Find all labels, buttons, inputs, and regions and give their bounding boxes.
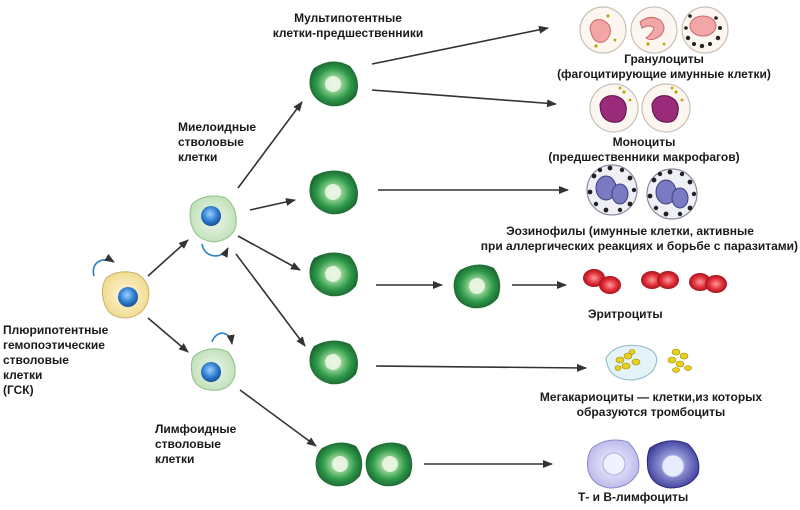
arrows xyxy=(147,25,587,468)
progenitor-cell-3 xyxy=(309,252,358,297)
arrow-to-megakaryocytes xyxy=(375,363,587,372)
lymphoid-label-line-2: стволовые xyxy=(155,437,221,451)
arrow-to-granulocytes xyxy=(371,25,549,65)
monocytes-label: Моноциты (предшественники макрофагов) xyxy=(530,135,758,165)
self-renewal-arrow-lymphoid xyxy=(211,332,235,345)
erythrocyte-3 xyxy=(689,273,727,293)
progenitor-cell-2 xyxy=(309,170,358,215)
lymphoid-stem-cell xyxy=(190,348,236,391)
progenitor-cells xyxy=(309,61,501,487)
granulocytes-label-line-2: (фагоцитирующие имунные клетки) xyxy=(557,67,771,81)
monocyte-cells xyxy=(589,83,691,133)
megakaryocyte-cell xyxy=(605,344,658,381)
lymphoid-progenitor-cell-2 xyxy=(365,442,413,487)
hsc-label-line-3: стволовые xyxy=(3,353,69,367)
arrow-hsc-to-lymphoid xyxy=(147,317,189,353)
lymphocytes-label: Т- и В-лимфоциты xyxy=(578,490,689,504)
erythrocyte-2 xyxy=(641,271,679,289)
granulocyte-1 xyxy=(579,6,627,54)
erythroblast-cell xyxy=(453,264,501,309)
arrow-to-monocytes xyxy=(371,89,557,108)
myeloid-label-line-3: клетки xyxy=(178,150,218,164)
eosinophil-2 xyxy=(646,168,698,220)
b-lymphocyte xyxy=(646,440,700,489)
hsc-label-line-1: Плюрипотентные xyxy=(3,323,109,337)
monocyte-2 xyxy=(641,83,691,133)
hsc-label-line-2: гемопоэтические xyxy=(3,338,105,352)
platelets xyxy=(667,348,692,373)
myeloid-stem-cell xyxy=(189,195,237,243)
erythrocyte-1 xyxy=(583,269,621,294)
multipotent-label: Мультипотентные клетки-предшественники xyxy=(250,11,446,41)
arrow-hsc-to-myeloid xyxy=(147,239,189,277)
hsc-label-line-5: (ГСК) xyxy=(3,383,34,397)
megakaryocytes-label-line-2: образуются тромбоциты xyxy=(576,405,726,419)
self-renewal-arrow-hsc xyxy=(92,253,115,277)
eosinophils-label: Эозинофилы (имунные клетки, активные при… xyxy=(462,224,798,254)
granulocyte-2 xyxy=(630,6,678,54)
lymphoid-label-line-1: Лимфоидные xyxy=(155,422,237,436)
progenitor-cell-4 xyxy=(309,340,358,385)
lymphoid-label-line-3: клетки xyxy=(155,452,195,466)
megakaryocytes-label: Мегакариоциты — клетки,из которых образу… xyxy=(532,390,770,420)
lymphoid-label: Лимфоидные стволовые клетки xyxy=(155,422,236,467)
eosinophil-cells xyxy=(586,164,698,220)
arrow-myeloid-to-progenitor-1 xyxy=(237,101,303,189)
self-renewal-arrows xyxy=(92,243,235,345)
monocytes-label-line-2: (предшественники макрофагов) xyxy=(548,150,740,164)
megakaryocytes-label-line-1: Мегакариоциты — клетки,из которых xyxy=(539,390,763,404)
t-lymphocyte xyxy=(587,439,640,489)
self-renewal-arrow-myeloid xyxy=(201,243,229,258)
granulocyte-3 xyxy=(681,6,729,54)
monocyte-1 xyxy=(589,83,639,133)
multipotent-label-line-1: Мультипотентные xyxy=(294,11,402,25)
myeloid-label: Миелоидные стволовые клетки xyxy=(178,120,256,165)
monocytes-label-line-1: Моноциты xyxy=(612,135,676,149)
lymphocyte-cells xyxy=(587,439,700,489)
hsc-cell xyxy=(101,271,150,319)
eosinophils-label-line-1: Эозинофилы (имунные клетки, активные xyxy=(506,224,754,238)
granulocytes-label-line-1: Гранулоциты xyxy=(624,52,704,66)
myeloid-label-line-2: стволовые xyxy=(178,135,244,149)
erythrocyte-cells xyxy=(583,269,727,294)
eosinophils-label-line-2: при аллергических реакциях и борьбе с па… xyxy=(480,239,798,253)
arrow-myeloid-to-progenitor-3 xyxy=(237,235,301,271)
erythrocytes-label: Эритроциты xyxy=(588,307,663,321)
arrow-myeloid-to-progenitor-2 xyxy=(249,198,296,211)
myeloid-label-line-1: Миелоидные xyxy=(178,120,257,134)
granulocytes-label: Гранулоциты (фагоцитирующие имунные клет… xyxy=(546,52,782,82)
multipotent-label-line-2: клетки-предшественники xyxy=(272,26,424,40)
arrow-lymphoid-to-progenitor xyxy=(239,389,317,447)
arrow-myeloid-to-progenitor-4 xyxy=(235,253,306,347)
progenitor-cell-1 xyxy=(309,61,358,107)
hsc-label: Плюрипотентные гемопоэтические стволовые… xyxy=(3,323,108,398)
granulocyte-cells xyxy=(579,6,729,54)
lymphoid-progenitor-cell-1 xyxy=(315,442,363,487)
eosinophil-1 xyxy=(586,164,638,216)
hsc-label-line-4: клетки xyxy=(3,368,43,382)
